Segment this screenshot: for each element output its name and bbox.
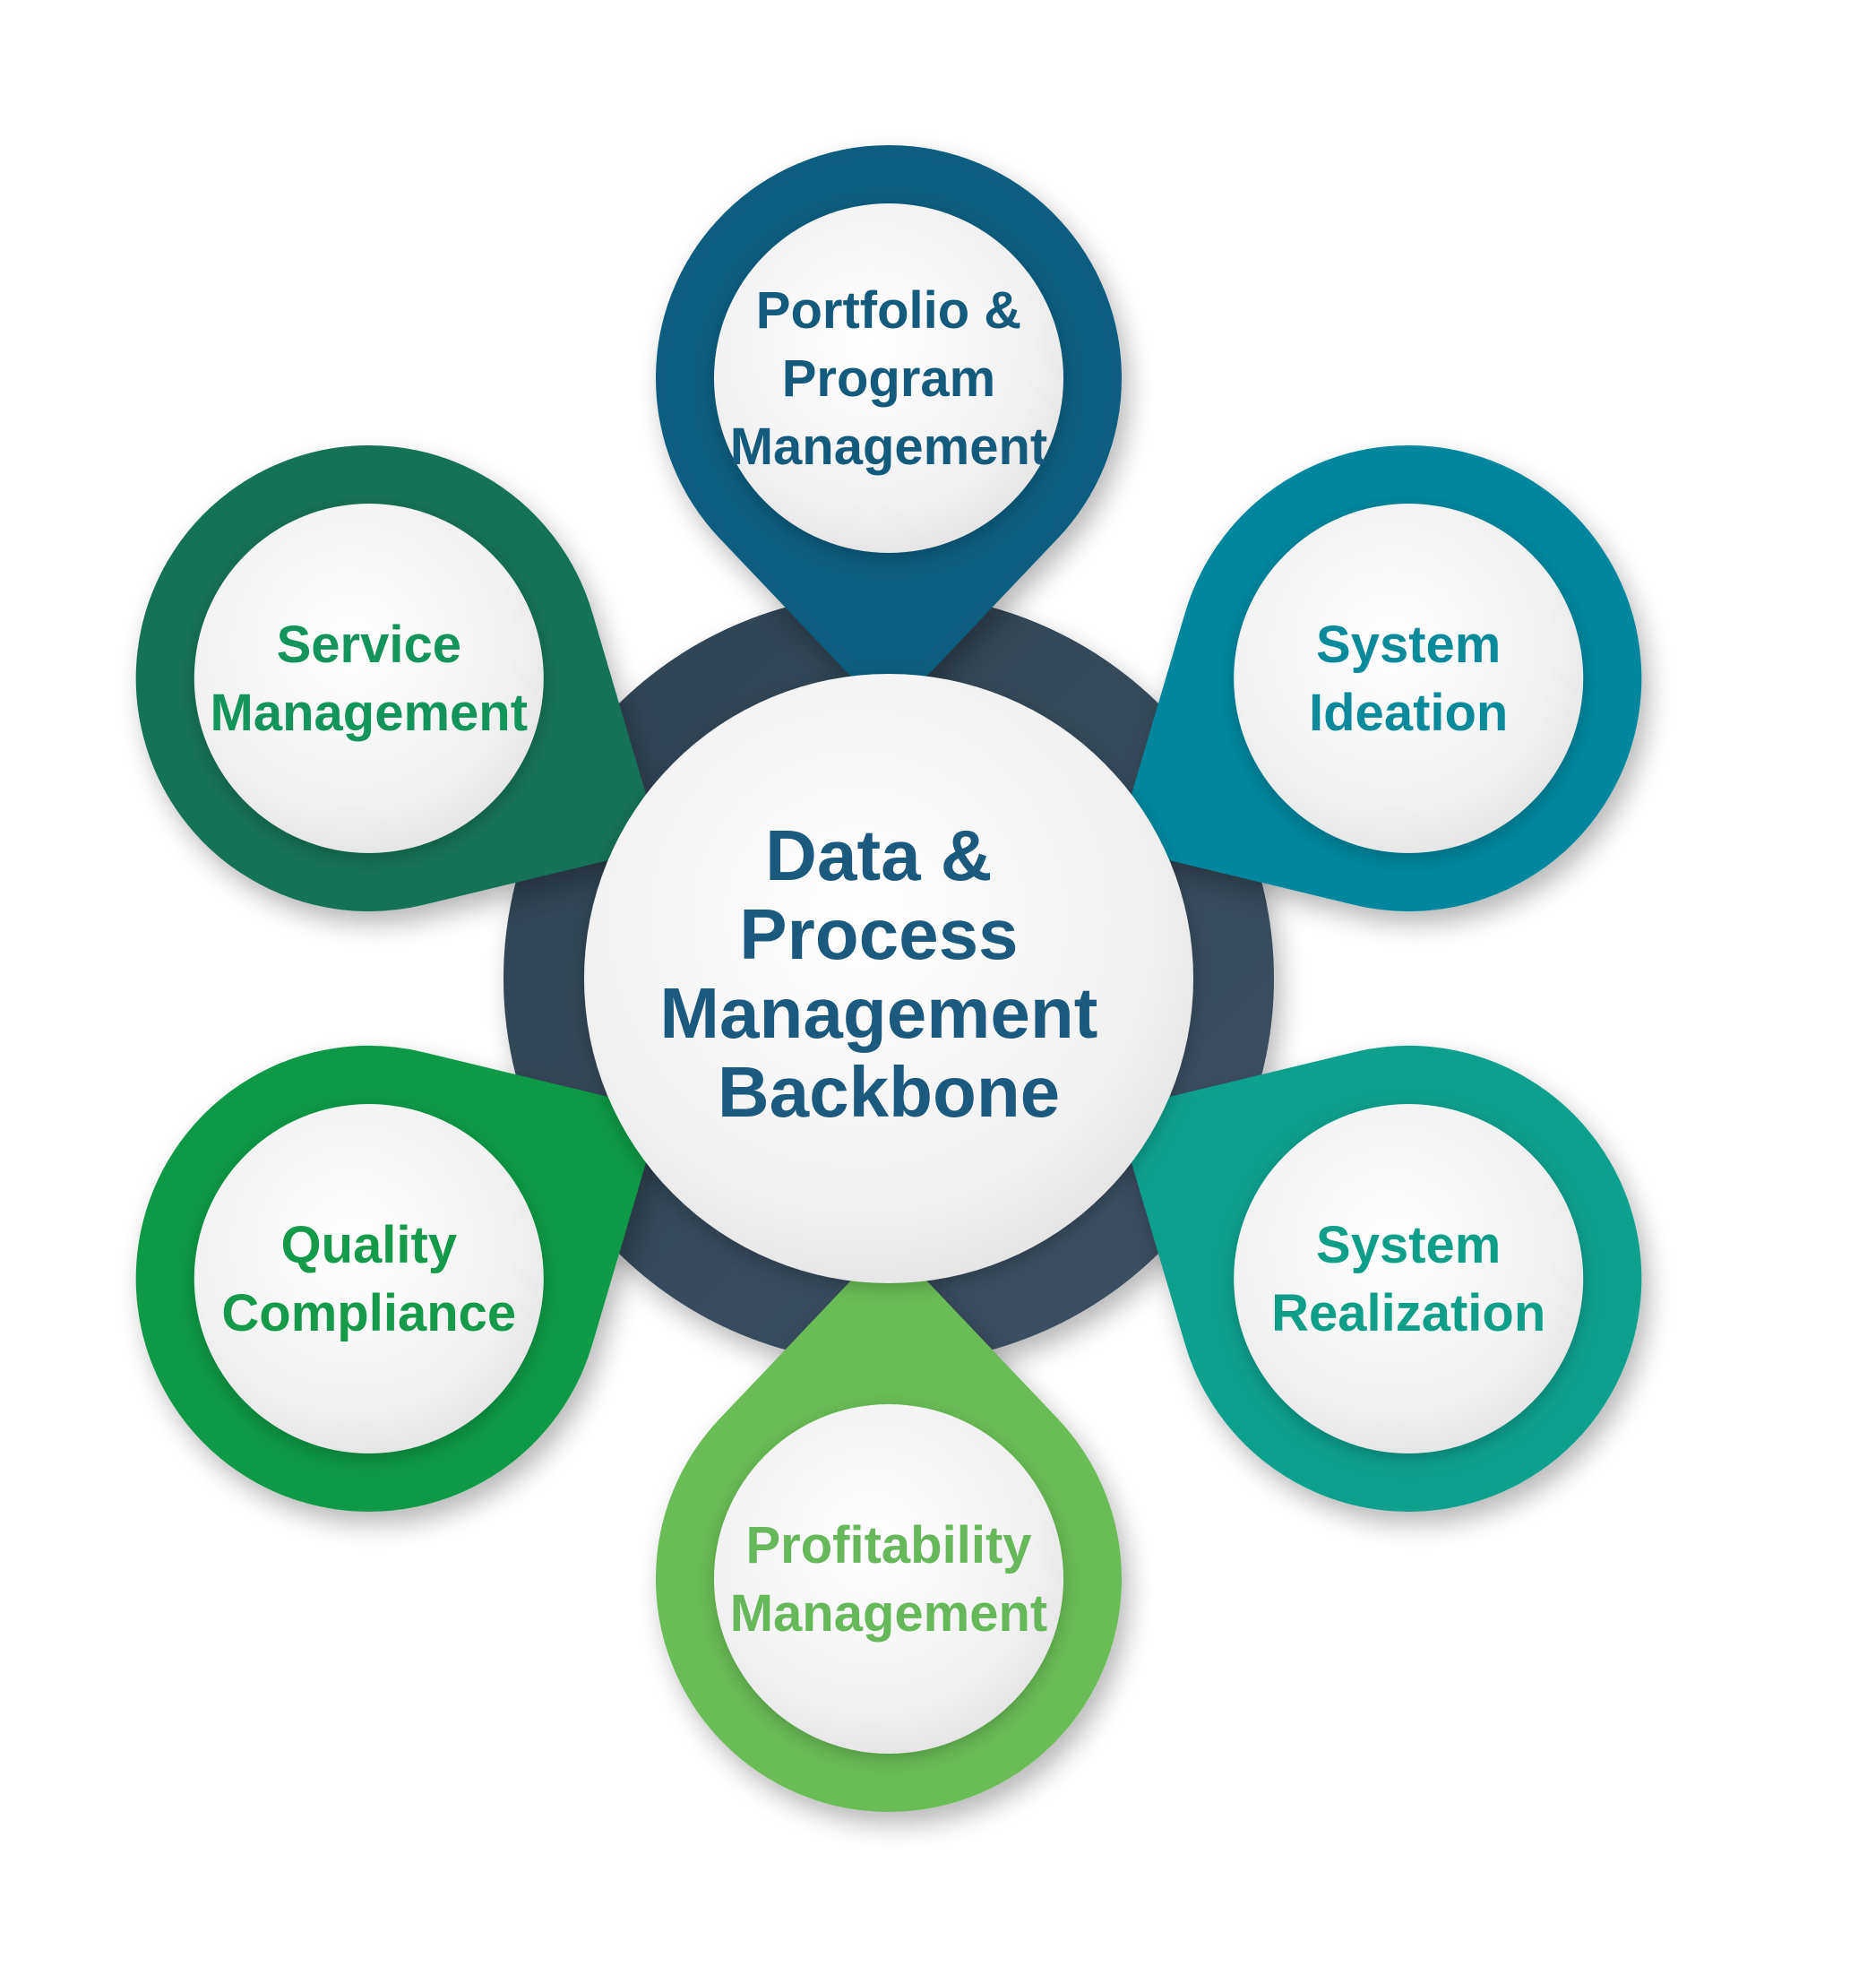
pin-disc-service: [194, 504, 544, 853]
pin-label-line: System: [1316, 1216, 1501, 1274]
pin-label-line: Ideation: [1309, 684, 1508, 742]
pin-label-line: System: [1316, 616, 1501, 674]
pin-label-line: Realization: [1271, 1284, 1545, 1342]
hub-title-line: Management: [659, 973, 1097, 1053]
pin-label-line: Management: [211, 684, 529, 742]
pin-disc-ideation: [1234, 504, 1584, 853]
pin-label-line: Program: [782, 349, 996, 408]
pin-label-line: Management: [730, 418, 1048, 476]
hub-title-line: Backbone: [718, 1052, 1060, 1132]
pin-label-line: Service: [277, 616, 461, 674]
hub-disc: [584, 674, 1193, 1283]
pin-label-line: Compliance: [221, 1284, 516, 1342]
pin-disc-realization: [1234, 1104, 1584, 1453]
hub-title-line: Data &: [765, 815, 992, 895]
pin-label-line: Quality: [280, 1216, 457, 1274]
hub-title-line: Process: [739, 894, 1018, 974]
pin-disc-portfolio: [714, 203, 1063, 553]
pin-disc-profitability: [714, 1404, 1063, 1754]
pin-disc-quality: [194, 1104, 544, 1453]
pin-label-line: Management: [730, 1584, 1048, 1643]
pin-label-line: Profitability: [745, 1516, 1031, 1574]
pin-label-line: Portfolio &: [756, 281, 1021, 340]
hub-title: Data & Process Management Backbone: [659, 815, 1117, 1132]
